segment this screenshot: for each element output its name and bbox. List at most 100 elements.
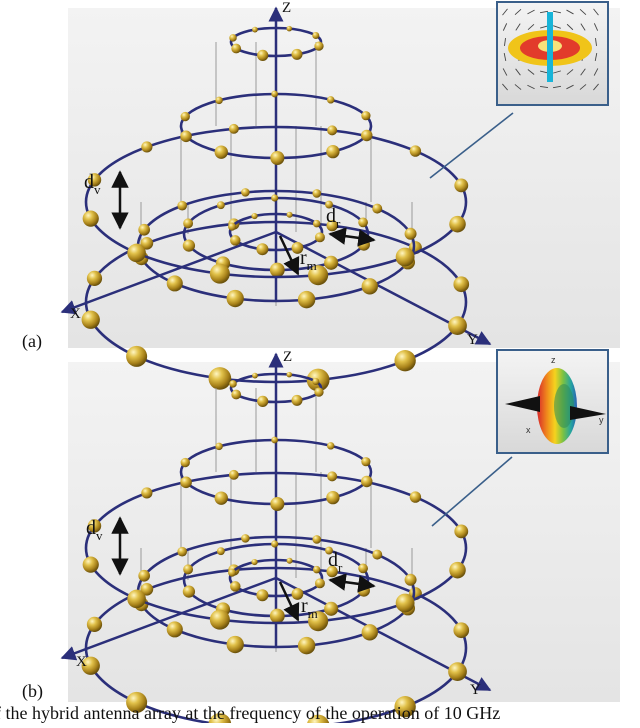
panel-b-antenna-element [86, 616, 103, 632]
panel-a-antenna-element [314, 41, 324, 51]
panel-b-z-axis-label: Z [283, 349, 292, 365]
inset-a-field-arrow [580, 23, 586, 31]
inset-a-field-arrow [514, 84, 522, 90]
inset-a-field-arrow [539, 85, 549, 89]
panel-b-antenna-element [404, 573, 417, 586]
panel-a-antenna-element [138, 223, 150, 236]
panel-a-antenna-element [228, 222, 237, 231]
panel-b-antenna-element [326, 490, 340, 505]
panel-a-ring-6 [179, 90, 373, 166]
panel-a-antenna-element [312, 189, 322, 198]
panel-b-antenna-element [327, 471, 338, 482]
panel-a-label: (a) [22, 331, 42, 352]
panel-b-antenna-element [126, 691, 148, 713]
panel-b-dr-label: dr [328, 549, 343, 575]
panel-b-antenna-element [358, 563, 368, 574]
panel-a-antenna-element [271, 90, 279, 98]
inset-a-field-arrow [566, 84, 574, 90]
panel-b-antenna-element [256, 589, 269, 602]
inset-b-y-label: y [599, 415, 604, 425]
inset-a-field-arrow [593, 23, 599, 31]
panel-b-antenna-element [182, 585, 196, 598]
panel-b-antenna-element [286, 557, 293, 564]
panel-a-z-axis-label: Z [282, 0, 291, 16]
panel-a-antenna-element [228, 123, 239, 134]
panel-b-antenna-element [226, 635, 244, 654]
panel-a-antenna-element [86, 270, 103, 286]
panel-b-antenna-element [372, 549, 383, 560]
inset-b-x-axis-arrow [505, 396, 540, 412]
inset-a-field-arrow [515, 23, 521, 31]
panel-a-rm-label: rm [300, 247, 317, 273]
panel-a-diagram [60, 6, 492, 392]
panel-b-antenna-element [166, 621, 183, 638]
panel-a-antenna-element [325, 200, 333, 209]
panel-b-antenna-element [216, 547, 225, 556]
panel-a-antenna-element [140, 236, 154, 250]
panel-b-antenna-element [138, 569, 150, 582]
panel-b-antenna-element [394, 696, 416, 718]
panel-b-antenna-element [269, 608, 285, 624]
panel-a-antenna-element [361, 129, 373, 142]
panel-a-antenna-element [230, 235, 241, 246]
panel-b-antenna-element [327, 442, 335, 450]
panel-b-antenna-element [449, 561, 466, 579]
inset-a-field-arrow [593, 83, 599, 91]
panel-a-x-axis [60, 230, 277, 315]
inset-a-field-arrow [540, 25, 548, 29]
panel-b-antenna-element [312, 377, 320, 385]
panel-a-antenna-element [324, 255, 339, 270]
panel-b-ring-4 [228, 557, 325, 602]
inset-a-dipole [547, 12, 553, 82]
inset-a-field-arrow [593, 8, 599, 16]
panel-a-antenna-element [372, 203, 383, 214]
panel-b-antenna-element [291, 394, 303, 406]
panel-a-antenna-element [257, 49, 269, 61]
inset-b-leader [431, 456, 513, 527]
inset-b-x-label: x [526, 425, 531, 435]
inset-a-leader [429, 112, 514, 179]
panel-b-dimension-arrows [111, 516, 376, 622]
inset-a-field-arrow [514, 9, 522, 15]
panel-a-antenna-element [182, 239, 196, 252]
panel-a-antenna-element [271, 194, 279, 202]
panel-b-label: (b) [22, 681, 43, 702]
panel-b-antenna-element [214, 491, 228, 505]
panel-b-x-axis-label: X [76, 654, 87, 670]
panel-a-antenna-element [81, 310, 100, 329]
panel-b-antenna-element [314, 578, 325, 589]
panel-a-dr-label: dr [326, 205, 341, 231]
inset-a-field-arrow [552, 85, 562, 89]
panel-a-antenna-element [209, 263, 230, 284]
inset-b: z x y [431, 349, 609, 527]
panel-a-antenna-element [449, 215, 466, 233]
panel-a-antenna-element [216, 201, 225, 210]
panel-b-antenna-element [241, 534, 250, 543]
panel-b-antenna-element [183, 564, 194, 575]
panel-a-antenna-element [256, 243, 269, 256]
panel-b-antenna-element [271, 436, 279, 444]
panel-b-antenna-element [361, 475, 373, 488]
panel-b-dv-label: dv [86, 517, 103, 543]
panel-b-antenna-element [453, 622, 470, 639]
panel-a-antenna-element [327, 125, 338, 136]
panel-a-antenna-element [448, 316, 467, 336]
panel-b-antenna-element [286, 371, 293, 378]
panel-b-y-axis-label: Y [470, 682, 481, 698]
panel-b-antenna-element [180, 476, 192, 489]
panel-a-antenna-element [286, 25, 293, 32]
panel-a-antenna-element [252, 26, 258, 33]
panel-a-rm-arrow [278, 235, 300, 276]
panel-a-antenna-element [308, 265, 329, 286]
inset-a-field-arrow [503, 52, 507, 62]
inset-a-field-arrow [580, 68, 586, 76]
panel-b-antenna-element [81, 656, 100, 675]
inset-a-field-arrow [527, 69, 535, 75]
panel-b-antenna-element [297, 636, 316, 655]
panel-a-antenna-element [297, 290, 316, 309]
panel-a-antenna-element [231, 43, 242, 54]
panel-a-antenna-element [229, 34, 237, 42]
panel-a-antenna-element [251, 212, 258, 220]
panel-a-antenna-element [183, 218, 194, 229]
